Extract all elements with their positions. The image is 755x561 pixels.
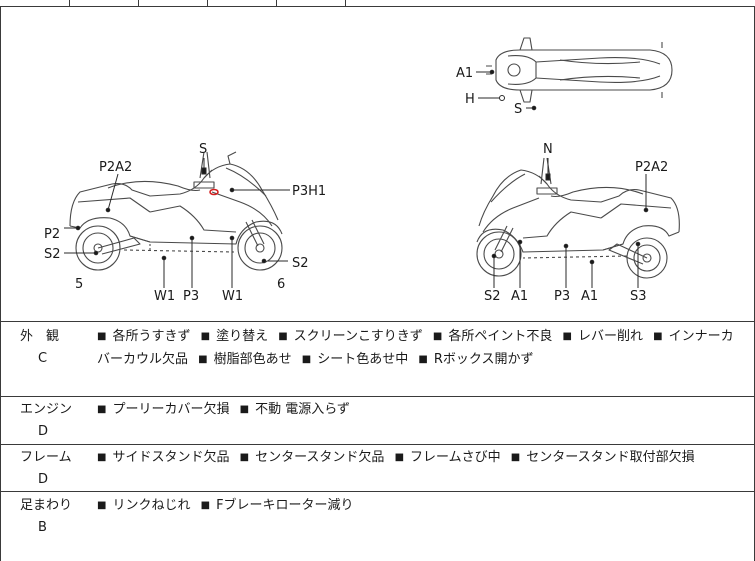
left-label: 6 xyxy=(277,277,285,292)
damage-diagram: S P2A2 P3H1 P2 S2 S2 5 W1 P3 W1 6 N P2A2… xyxy=(0,6,755,321)
top-cell-divider xyxy=(207,0,208,6)
note-item: Fブレーキローター減り xyxy=(216,498,354,513)
note-item: リンクねじれ xyxy=(112,498,191,513)
note-item: レバー削れ xyxy=(577,329,643,344)
left-label: 5 xyxy=(75,277,83,292)
top-cell-divider xyxy=(345,0,346,6)
right-label: P2A2 xyxy=(635,160,668,175)
note-item: プーリーカバー欠損 xyxy=(112,402,230,417)
note-item: シート色あせ中 xyxy=(317,352,409,367)
left-label: P2A2 xyxy=(99,160,132,175)
note-item: フレームさび中 xyxy=(410,450,501,465)
left-label: S2 xyxy=(44,247,61,262)
row-divider xyxy=(0,491,755,492)
notes-line: ■各所うすきず ■塗り替え ■スクリーンこすりきず ■各所ペイント不良 ■レバー… xyxy=(97,329,734,344)
note-item: インナーカ xyxy=(668,329,734,344)
notes-line: ■リンクねじれ ■Fブレーキローター減り xyxy=(97,498,354,513)
left-label: P3H1 xyxy=(292,184,326,199)
notes-line: ■サイドスタンド欠品 ■センタースタンド欠品 ■フレームさび中 ■センタースタン… xyxy=(97,450,695,465)
top-view-label: H xyxy=(465,92,475,107)
right-label: N xyxy=(543,142,553,157)
category-name: 足まわり xyxy=(20,498,73,513)
right-label: P3 xyxy=(554,289,570,304)
right-label: S2 xyxy=(484,289,501,304)
note-item: センタースタンド取付部欠損 xyxy=(526,450,695,465)
category-name: エンジン xyxy=(20,402,73,417)
left-label: P3 xyxy=(183,289,199,304)
row-divider xyxy=(0,321,755,322)
category-grade: B xyxy=(38,520,47,535)
category-cell: エンジン D xyxy=(20,399,90,443)
left-label: W1 xyxy=(154,289,175,304)
damage-mark xyxy=(209,188,219,196)
notes-cell: ■リンクねじれ ■Fブレーキローター減り xyxy=(97,495,747,518)
note-item: 不動 電源入らず xyxy=(255,402,350,417)
note-item: サイドスタンド欠品 xyxy=(112,450,230,465)
note-item: バーカウル欠品 xyxy=(97,352,189,367)
note-item: Rボックス開かず xyxy=(433,352,534,367)
left-label: S xyxy=(199,142,207,157)
top-view-label: A1 xyxy=(456,66,473,81)
right-side-scooter xyxy=(476,157,680,279)
category-name: フレーム xyxy=(20,450,72,465)
category-grade: D xyxy=(38,472,49,487)
category-cell: 足まわり B xyxy=(20,495,90,539)
notes-cell: ■プーリーカバー欠損 ■不動 電源入らず xyxy=(97,399,747,422)
right-label: A1 xyxy=(581,289,598,304)
top-cell-divider xyxy=(138,0,139,6)
note-item: スクリーンこすりきず xyxy=(293,329,423,344)
top-cell-divider xyxy=(69,0,70,6)
notes-cell: ■サイドスタンド欠品 ■センタースタンド欠品 ■フレームさび中 ■センタースタン… xyxy=(97,447,747,470)
category-grade: C xyxy=(38,351,48,366)
notes-line: バーカウル欠品 ■樹脂部色あせ ■シート色あせ中 ■Rボックス開かず xyxy=(97,352,534,367)
note-item: 各所うすきず xyxy=(112,329,191,344)
note-item: センタースタンド欠品 xyxy=(255,450,385,465)
right-label: A1 xyxy=(511,289,528,304)
notes-line: ■プーリーカバー欠損 ■不動 電源入らず xyxy=(97,402,350,417)
notes-cell: ■各所うすきず ■塗り替え ■スクリーンこすりきず ■各所ペイント不良 ■レバー… xyxy=(97,326,747,372)
left-label: S2 xyxy=(292,256,309,271)
top-view-label: S xyxy=(514,102,522,117)
left-label: P2 xyxy=(44,227,60,242)
scooter-diagram: S P2A2 P3H1 P2 S2 S2 5 W1 P3 W1 6 N P2A2… xyxy=(44,37,680,304)
category-grade: D xyxy=(38,424,49,439)
row-divider xyxy=(0,396,755,397)
top-divider xyxy=(0,6,755,7)
category-cell: 外 観 C xyxy=(20,326,90,370)
right-label: S3 xyxy=(630,289,647,304)
left-border xyxy=(0,6,1,561)
top-cell-divider xyxy=(276,0,277,6)
note-item: 塗り替え xyxy=(216,329,269,344)
row-divider xyxy=(0,444,755,445)
top-view-scooter xyxy=(486,37,673,103)
note-item: 樹脂部色あせ xyxy=(213,352,292,367)
category-cell: フレーム D xyxy=(20,447,90,491)
left-label: W1 xyxy=(222,289,243,304)
left-side-scooter xyxy=(69,151,283,271)
note-item: 各所ペイント不良 xyxy=(448,329,553,344)
category-name: 外 観 xyxy=(20,329,60,344)
